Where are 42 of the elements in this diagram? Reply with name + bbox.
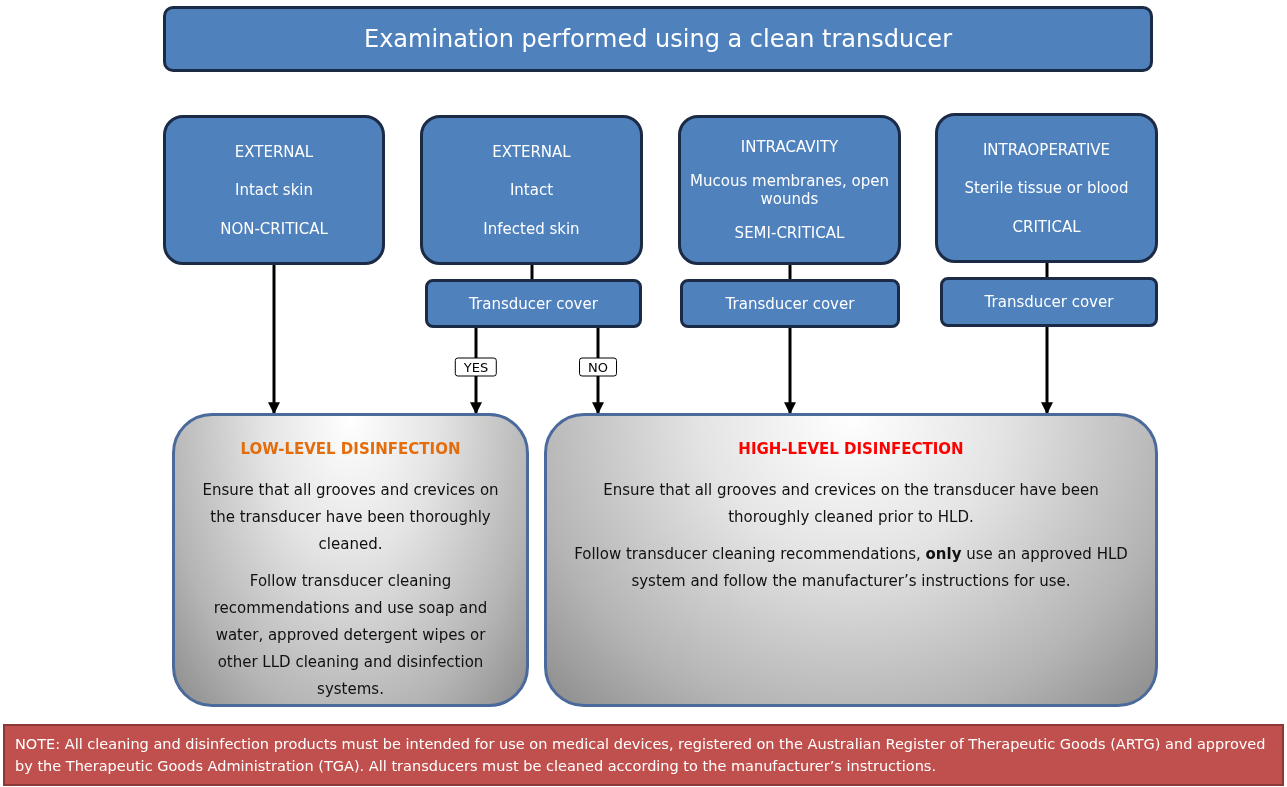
category-text: SEMI-CRITICAL [734,224,845,242]
arrow [268,265,280,415]
category-text: Intact [509,181,554,199]
category-text: Intact skin [234,181,314,199]
category-box [420,115,643,265]
cover-box [425,279,642,328]
category-text: INTRACAVITY [740,138,839,156]
note-box [3,724,1284,786]
connector-line [1045,263,1049,277]
disinfection-box [544,413,1158,707]
category-text: Infected skin [483,219,580,238]
category-text: CRITICAL [1012,217,1081,236]
instruction-text: Follow transducer cleaning recommendations, only use an approved HLD system and follow the manufacturer’s instructions for use. [573,544,1129,592]
cover-text: Transducer cover [469,294,598,313]
category-text: INTRAOPERATIVE [982,140,1111,159]
section-heading: LOW-LEVEL DISINFECTION [240,439,461,460]
category-box [935,113,1158,263]
instruction-text: Ensure that all grooves and crevices on the transducer have been thoroughly cleaned prior to HLD. [602,480,1100,528]
category-text: EXTERNAL [492,142,571,161]
connector-line [788,265,792,279]
cover-box [940,277,1158,327]
category-text: EXTERNAL [234,142,314,161]
disinfection-box [172,413,529,707]
arrow [784,328,796,415]
edge-label: NO [579,357,617,376]
connector-line [530,265,534,279]
title-box [163,6,1153,72]
edge-label: YES [454,357,498,376]
category-box [163,115,385,265]
cover-text: Transducer cover [984,293,1114,311]
note-text: NOTE: All cleaning and disinfection products must be intended for use on medical devices, registered on the Australian Register of Therapeutic Goods (ARTG) and approved by the Therapeutic Goods Administration (TGA). All transducers must be cleaned according to the manufacturer’s instructions. [15,735,1267,776]
instruction-text: Follow transducer cleaning recommendations and use soap and water, approved detergent wipes or other LLD cleaning and disinfection systems. [212,571,489,700]
category-text: NON-CRITICAL [220,219,328,238]
category-text: Sterile tissue or blood [964,179,1129,197]
cover-text: Transducer cover [725,294,855,313]
section-heading: HIGH-LEVEL DISINFECTION [738,439,964,460]
instruction-text: Ensure that all grooves and crevices on the transducer have been thoroughly cleaned. [201,480,500,555]
title-text: Examination performed using a clean transducer [363,25,952,53]
category-box [678,115,901,265]
category-text: Mucous membranes, open wounds [689,172,890,208]
arrow [1041,327,1053,415]
cover-box [680,279,900,328]
